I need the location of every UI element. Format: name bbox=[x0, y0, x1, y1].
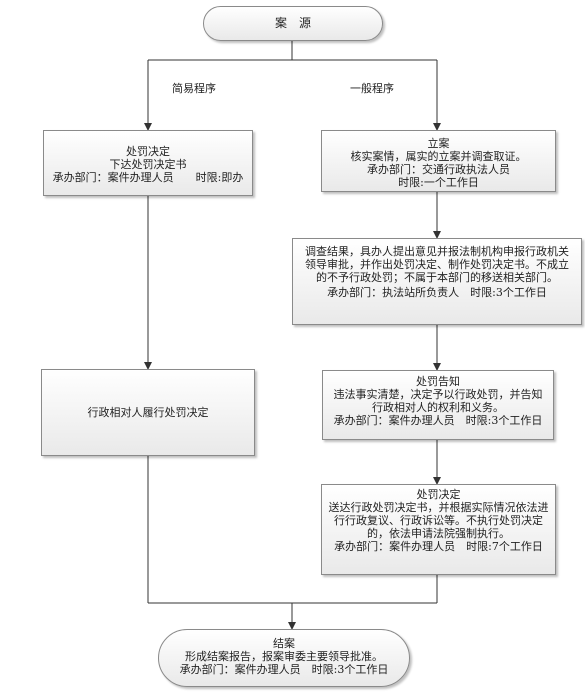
general-notice-footer: 承办部门：案件办理人员 时限:3个工作日 bbox=[333, 414, 543, 427]
general-filing-line3: 时限:一个工作日 bbox=[398, 176, 479, 189]
general-decision-footer: 承办部门：案件办理人员 时限:7个工作日 bbox=[334, 540, 543, 553]
general-filing-line2: 承办部门：交通行政执法人员 bbox=[367, 163, 510, 176]
general-decision-body: 送达行政处罚决定书，并根据实际情况依法进行行政复议、行政诉讼等。不执行处罚决定的… bbox=[328, 501, 549, 540]
simple-execute-box: 行政相对人履行处罚决定 bbox=[41, 369, 255, 456]
end-node: 结案 形成结案报告，报案审委主要领导批准。 承办部门：案件办理人员 时限:3个工… bbox=[158, 629, 410, 687]
general-decision-box: 处罚决定 送达行政处罚决定书，并根据实际情况依法进行行政复议、行政诉讼等。不执行… bbox=[321, 484, 556, 575]
end-line2: 承办部门：案件办理人员 时限:3个工作日 bbox=[179, 663, 389, 676]
general-notice-title: 处罚告知 bbox=[416, 375, 460, 388]
branch-label-simple: 简易程序 bbox=[172, 82, 216, 95]
general-filing-line1: 核实案情，属实的立案并调查取证。 bbox=[350, 150, 527, 163]
simple-decision-box: 处罚决定 下达处罚决定书 承办部门：案件办理人员 时限:即办 bbox=[43, 130, 253, 196]
general-filing-box: 立案 核实案情，属实的立案并调查取证。 承办部门：交通行政执法人员 时限:一个工… bbox=[321, 130, 556, 192]
general-investigation-footer: 承办部门：执法站所负责人 时限:3个工作日 bbox=[327, 286, 547, 299]
branch-label-general: 一般程序 bbox=[350, 82, 394, 95]
start-title: 案 源 bbox=[274, 16, 311, 30]
simple-decision-line1: 下达处罚决定书 bbox=[109, 158, 187, 171]
general-notice-body: 违法事实清楚，决定予以行政处罚，并告知行政相对人的权利和义务。 bbox=[333, 388, 543, 414]
start-node: 案 源 bbox=[203, 6, 383, 41]
general-notice-box: 处罚告知 违法事实清楚，决定予以行政处罚，并告知行政相对人的权利和义务。 承办部… bbox=[322, 370, 554, 440]
general-filing-title: 立案 bbox=[427, 137, 450, 150]
simple-decision-line2: 承办部门：案件办理人员 时限:即办 bbox=[52, 171, 244, 184]
end-line1: 形成结案报告，报案审委主要领导批准。 bbox=[185, 650, 383, 663]
simple-execute-text: 行政相对人履行处罚决定 bbox=[87, 406, 209, 419]
general-investigation-body: 调查结果，具办人提出意见并报法制机构申报行政机关领导审批，并作出处罚决定、制作处… bbox=[305, 245, 569, 284]
general-decision-title: 处罚决定 bbox=[416, 488, 461, 501]
end-title: 结案 bbox=[273, 637, 295, 650]
simple-decision-title: 处罚决定 bbox=[126, 145, 170, 158]
general-investigation-box: 调查结果，具办人提出意见并报法制机构申报行政机关领导审批，并作出处罚决定、制作处… bbox=[292, 238, 582, 325]
